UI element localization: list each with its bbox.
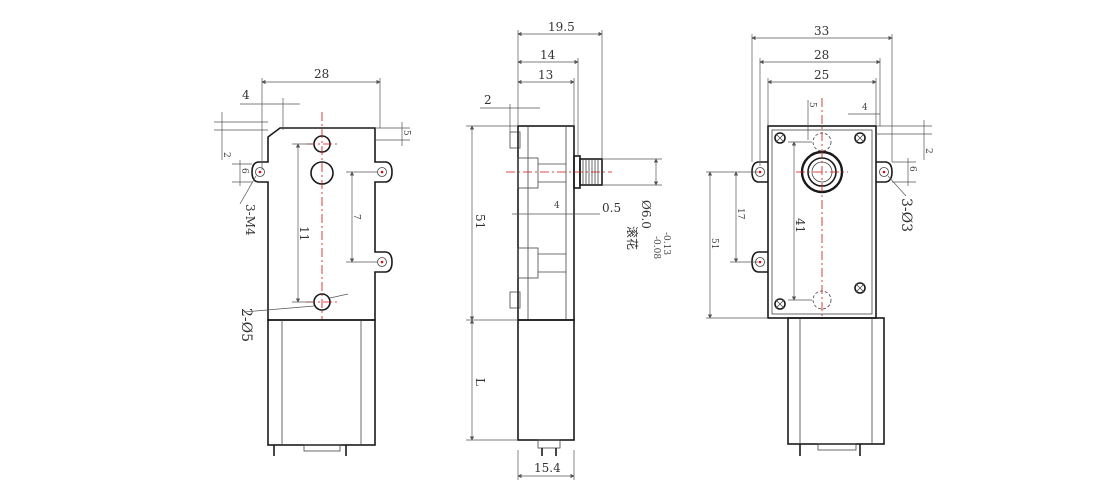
left-label-threads: 3-M4: [243, 204, 257, 236]
side-view: 19.5 14 13 2 51 L 4 0.5 Ø6.0 -0.13 -0.08…: [466, 20, 671, 480]
side-dim-inner: 13: [538, 68, 553, 82]
right-label-holes: 3-Ø3: [898, 198, 914, 232]
side-dim-motor-length: L: [473, 378, 487, 386]
right-dim-ear-spacing: 17: [735, 208, 745, 220]
left-dim-width: 28: [314, 67, 329, 81]
right-dim-hole-spacing: 41: [793, 218, 807, 233]
left-view: 11 7 28 4 2 6 5 3-M4: [214, 67, 411, 456]
right-dim-inner: 25: [814, 68, 829, 82]
side-dim-motor-diameter: 15.4: [534, 461, 561, 475]
side-label-shaft-tol-lower: -0.08: [651, 236, 661, 259]
right-screws: [774, 132, 866, 310]
side-dim-flat: 0.5: [602, 201, 621, 215]
right-view: 33 28 25 5 4 2 6 3-Ø3 51 17: [706, 24, 933, 456]
right-dim-ear: 4: [862, 103, 868, 113]
left-dim-ear-width: 4: [242, 88, 250, 102]
left-dim-top-step: 5: [401, 130, 411, 136]
side-motor-body: [517, 319, 575, 441]
side-label-shaft: Ø6.0: [639, 200, 653, 229]
side-dim-shaft-small: 4: [554, 201, 560, 211]
side-dim-offset: 2: [484, 93, 492, 107]
left-motor-body: [267, 319, 376, 446]
left-dim-hole-spacing: 11: [297, 226, 311, 241]
side-dim-mid: 14: [540, 48, 556, 62]
left-ear-hole-left: [255, 167, 265, 177]
right-dim-top: 5: [807, 102, 817, 108]
side-label-shaft-tol-upper: -0.13: [661, 232, 671, 255]
left-dim-small-a: 2: [221, 152, 231, 158]
right-motor-body: [787, 317, 885, 445]
right-dim-outer: 33: [814, 24, 829, 38]
right-dim-mid: 28: [814, 48, 829, 62]
right-dim-small-a: 2: [923, 148, 933, 154]
side-dim-overall: 19.5: [548, 20, 575, 34]
left-gearbox-outline: [251, 127, 393, 321]
side-dim-height: 51: [473, 214, 487, 229]
right-dim-small-b: 6: [907, 166, 917, 172]
left-dim-small-b: 6: [239, 168, 249, 174]
left-dim-ear-spacing: 7: [351, 214, 361, 220]
left-label-holes: 2-Ø5: [238, 308, 254, 342]
side-label-knurl: 滚花: [625, 226, 640, 250]
right-dim-total: 51: [709, 238, 719, 249]
